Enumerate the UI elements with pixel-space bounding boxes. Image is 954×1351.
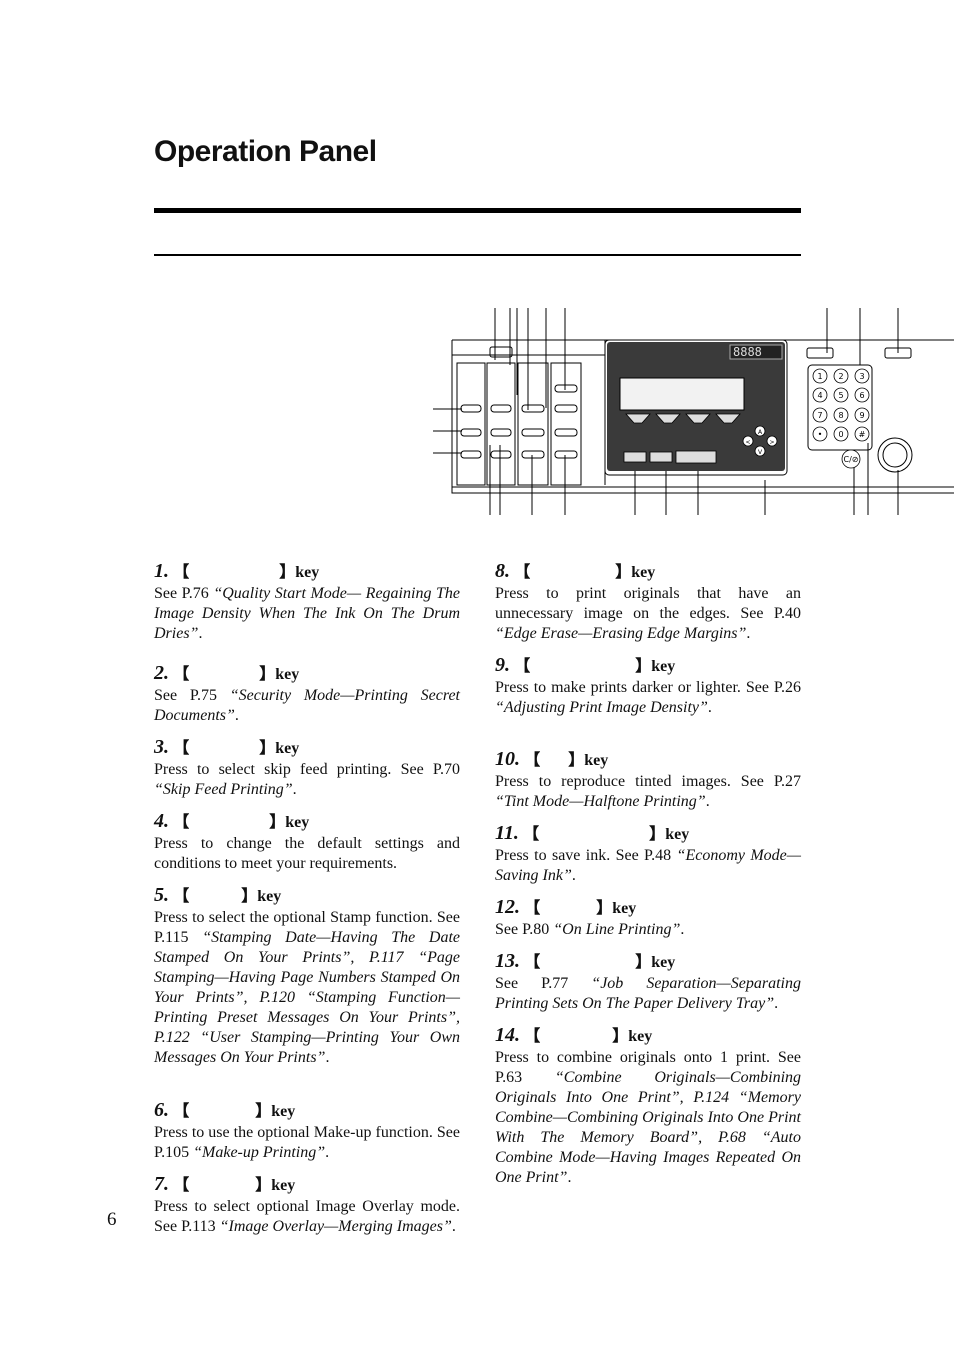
page-title: Operation Panel — [154, 135, 377, 168]
keypad-key: 5 — [838, 391, 843, 400]
arrow-key: > — [769, 439, 774, 446]
keypad-key: 4 — [817, 391, 822, 400]
operation-panel-illustration: 8888 1 2 3 4 5 6 7 8 9 • 0 # C/⊘ A < — [433, 308, 954, 515]
list-item: 12. 【】key See P.80 “On Line Printing”. — [495, 896, 685, 938]
keypad-key: 6 — [859, 391, 864, 400]
list-item: 11. 【】key Press to save ink. See P.48 “E… — [495, 822, 802, 884]
description-column-left: 1. 【】key See P.76 “Quality Start Mode— R… — [154, 560, 460, 1247]
keypad-key: 0 — [838, 430, 843, 439]
thin-rule — [154, 254, 801, 256]
keypad-key: 8 — [838, 411, 843, 420]
list-item: 9. 【】key Press to make prints darker or … — [495, 654, 801, 716]
keypad-key: 2 — [838, 372, 843, 381]
description-column-right: 8. 【】key Press to print originals that h… — [495, 560, 801, 1198]
list-item: 10. 【】key Press to reproduce tinted imag… — [495, 748, 801, 810]
keypad-key: 9 — [859, 411, 864, 420]
keypad-key: # — [859, 430, 866, 439]
list-item: 2. 【】key See P.75 “Security Mode—Printin… — [154, 662, 460, 724]
arrow-key: < — [745, 439, 750, 446]
page-number: 6 — [107, 1209, 117, 1230]
list-item: 6. 【】key Press to use the optional Make-… — [154, 1099, 460, 1161]
counter-display: 8888 — [733, 345, 762, 359]
list-item: 14. 【】key Press to combine originals ont… — [495, 1024, 802, 1186]
list-item: 7. 【】key Press to select optional Image … — [154, 1173, 460, 1235]
clear-key: C/⊘ — [844, 455, 859, 464]
keypad-key: 3 — [859, 372, 864, 381]
thick-rule — [154, 208, 801, 213]
keypad-key: 1 — [817, 372, 822, 381]
list-item: 13. 【】key See P.77 “Job Separation—Separ… — [495, 950, 801, 1012]
list-item: 3. 【】key Press to select skip feed print… — [154, 736, 460, 798]
list-item: 8. 【】key Press to print originals that h… — [495, 560, 801, 642]
keypad-key: 7 — [817, 411, 822, 420]
arrow-key: V — [758, 449, 763, 456]
keypad-key: • — [818, 430, 823, 439]
list-item: 4. 【】key Press to change the default set… — [154, 810, 460, 872]
list-item: 1. 【】key See P.76 “Quality Start Mode— R… — [154, 560, 460, 642]
list-item: 5. 【】key Press to select the optional St… — [154, 884, 461, 1066]
arrow-key: A — [758, 429, 763, 436]
